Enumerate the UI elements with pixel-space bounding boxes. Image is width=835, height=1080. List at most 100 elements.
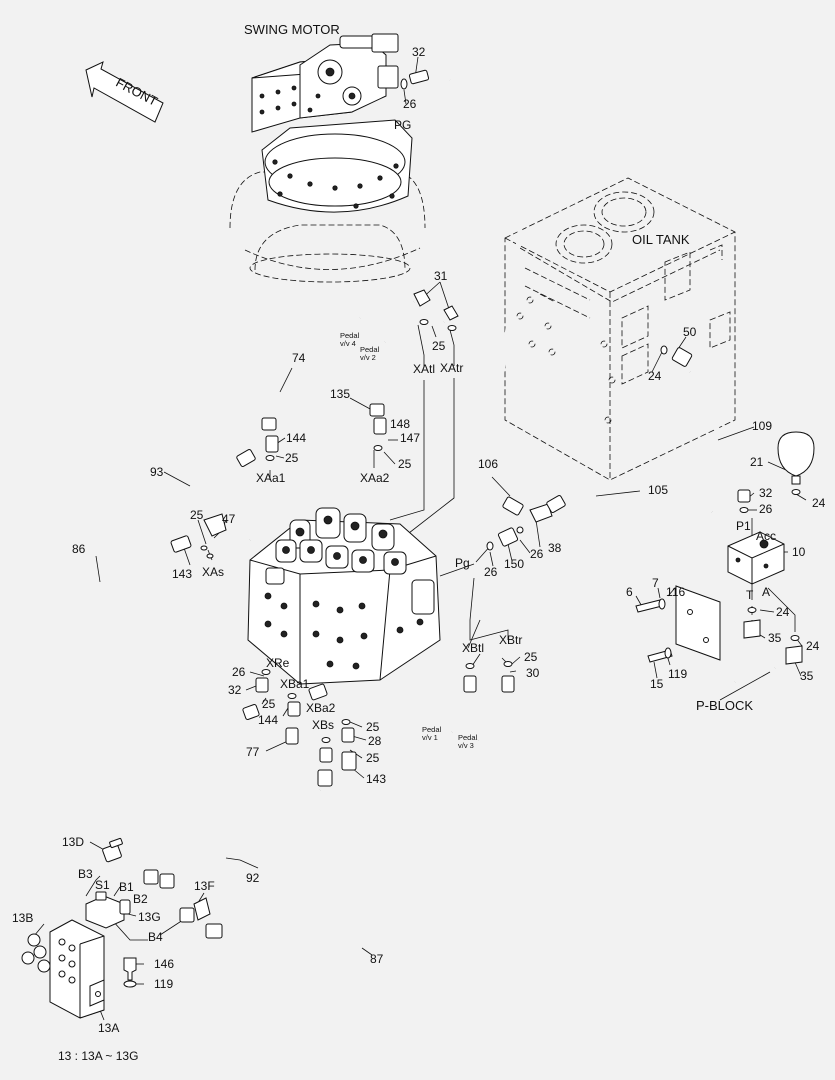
callout-21: 21 [750,455,764,469]
port-b1: B1 [119,880,134,894]
hose-lines [66,77,776,971]
port-b2: B2 [133,892,148,906]
callout-146: 146 [154,957,174,971]
main-control-valve [247,507,441,685]
callout-6: 6 [626,585,633,599]
callout-93: 93 [150,465,164,479]
callout-150: 150 [504,557,524,571]
port-xba2: XBa2 [306,701,336,715]
callout-119-bracket: 119 [154,977,173,991]
port-b3: B3 [78,867,93,881]
footnote: 13 : 13A ~ 13G [58,1049,138,1063]
callout-86: 86 [72,542,86,556]
pedal-vv2-label: Pedal v/v 2 [360,345,381,362]
callout-77: 77 [246,745,260,759]
front-arrow: FRONT [85,61,164,123]
callout-119-pblock: 119 [668,667,687,681]
port-xbtr: XBtr [499,633,522,647]
callout-13d: 13D [62,835,84,849]
port-acc: Acc [756,529,776,543]
callout-32-xre: 32 [228,683,242,697]
pedal-vv1-line1: Pedal [422,725,442,734]
callout-106: 106 [478,457,498,471]
swing-motor-label: SWING MOTOR [244,22,340,37]
pedal-vv3-label: Pedal v/v 3 [458,733,479,750]
oil-tank: OIL TANK [504,177,736,481]
pedal-vv2-line1: Pedal [360,345,380,354]
callout-50: 50 [683,325,697,339]
callout-32-pblock: 32 [759,486,773,500]
pedal-vv4-label: Pedal v/v 4 [340,331,361,348]
callout-7: 7 [652,576,659,590]
callout-15: 15 [650,677,664,691]
swing-motor: SWING MOTOR [229,22,426,283]
callout-105: 105 [648,483,668,497]
port-t: T [746,588,754,602]
pedal-vv1-line2: v/v 1 [422,733,438,742]
callout-148: 148 [390,417,410,431]
callout-26-pg: 26 [484,565,498,579]
callout-25-xas: 25 [190,508,204,522]
callout-26-pblock: 26 [759,502,773,516]
pedal-vv1-label: Pedal v/v 1 [422,725,443,742]
callout-26-swing: 26 [403,97,417,111]
callout-35-a: 35 [800,669,814,683]
port-xaa2: XAa2 [360,471,390,485]
callout-10: 10 [792,545,806,559]
port-xatr: XAtr [440,361,463,375]
callout-35-t: 35 [768,631,782,645]
callout-28: 28 [368,734,382,748]
callout-144-top: 144 [286,431,306,445]
callout-47: 47 [222,512,236,526]
pedal-vv2-line2: v/v 2 [360,353,376,362]
port-xre: XRe [266,656,290,670]
callout-25-xbs2: 25 [366,751,380,765]
port-xaa1: XAa1 [256,471,286,485]
callout-24-t: 24 [776,605,790,619]
part-callouts: 32 26 31 25 74 135 148 147 144 25 25 93 … [12,45,826,1035]
port-b4: B4 [148,930,163,944]
callout-135: 135 [330,387,350,401]
callout-143-xas: 143 [172,567,192,581]
callout-25-top: 25 [432,339,446,353]
callout-92: 92 [246,871,260,885]
pedal-labels: Pedal v/v 4 Pedal v/v 2 Pedal v/v 1 Peda… [340,331,479,750]
callout-87: 87 [370,952,384,966]
callout-13a: 13A [98,1021,119,1035]
callout-25-xbtr: 25 [524,650,538,664]
callout-24-acc: 24 [812,496,826,510]
port-pg-top: PG [394,118,411,132]
callout-143-xbs: 143 [366,772,386,786]
port-xas: XAs [202,565,224,579]
callout-25-xbs: 25 [366,720,380,734]
port-xbs: XBs [312,718,334,732]
callout-26-xre: 26 [232,665,246,679]
port-labels: PG XAtl XAtr XAa1 XAa2 XAs Pg XRe XBa1 X… [78,118,776,944]
callout-31: 31 [434,269,448,283]
callout-147: 147 [400,431,420,445]
p-block-label: P-BLOCK [696,698,753,713]
callout-25-xaa1: 25 [285,451,299,465]
callout-109: 109 [752,419,772,433]
callout-74: 74 [292,351,306,365]
callout-116: 116 [666,585,685,599]
fittings [21,69,815,1019]
pedal-vv4-line2: v/v 4 [340,339,356,348]
port-a: A [762,585,770,599]
callout-24-tank: 24 [648,369,662,383]
port-p1: P1 [736,519,751,533]
callout-13g: 13G [138,910,161,924]
callout-30: 30 [526,666,540,680]
callout-26-38: 26 [530,547,544,561]
callout-25-xaa2: 25 [398,457,412,471]
port-xatl: XAtl [413,362,435,376]
callout-144-xba1: 144 [258,713,278,727]
callout-38: 38 [548,541,562,555]
callout-32-swing: 32 [412,45,426,59]
port-xbtl: XBtl [462,641,484,655]
callout-13b: 13B [12,911,33,925]
callout-24-a: 24 [806,639,820,653]
oil-tank-label: OIL TANK [632,232,690,247]
pedal-vv4-line1: Pedal [340,331,360,340]
